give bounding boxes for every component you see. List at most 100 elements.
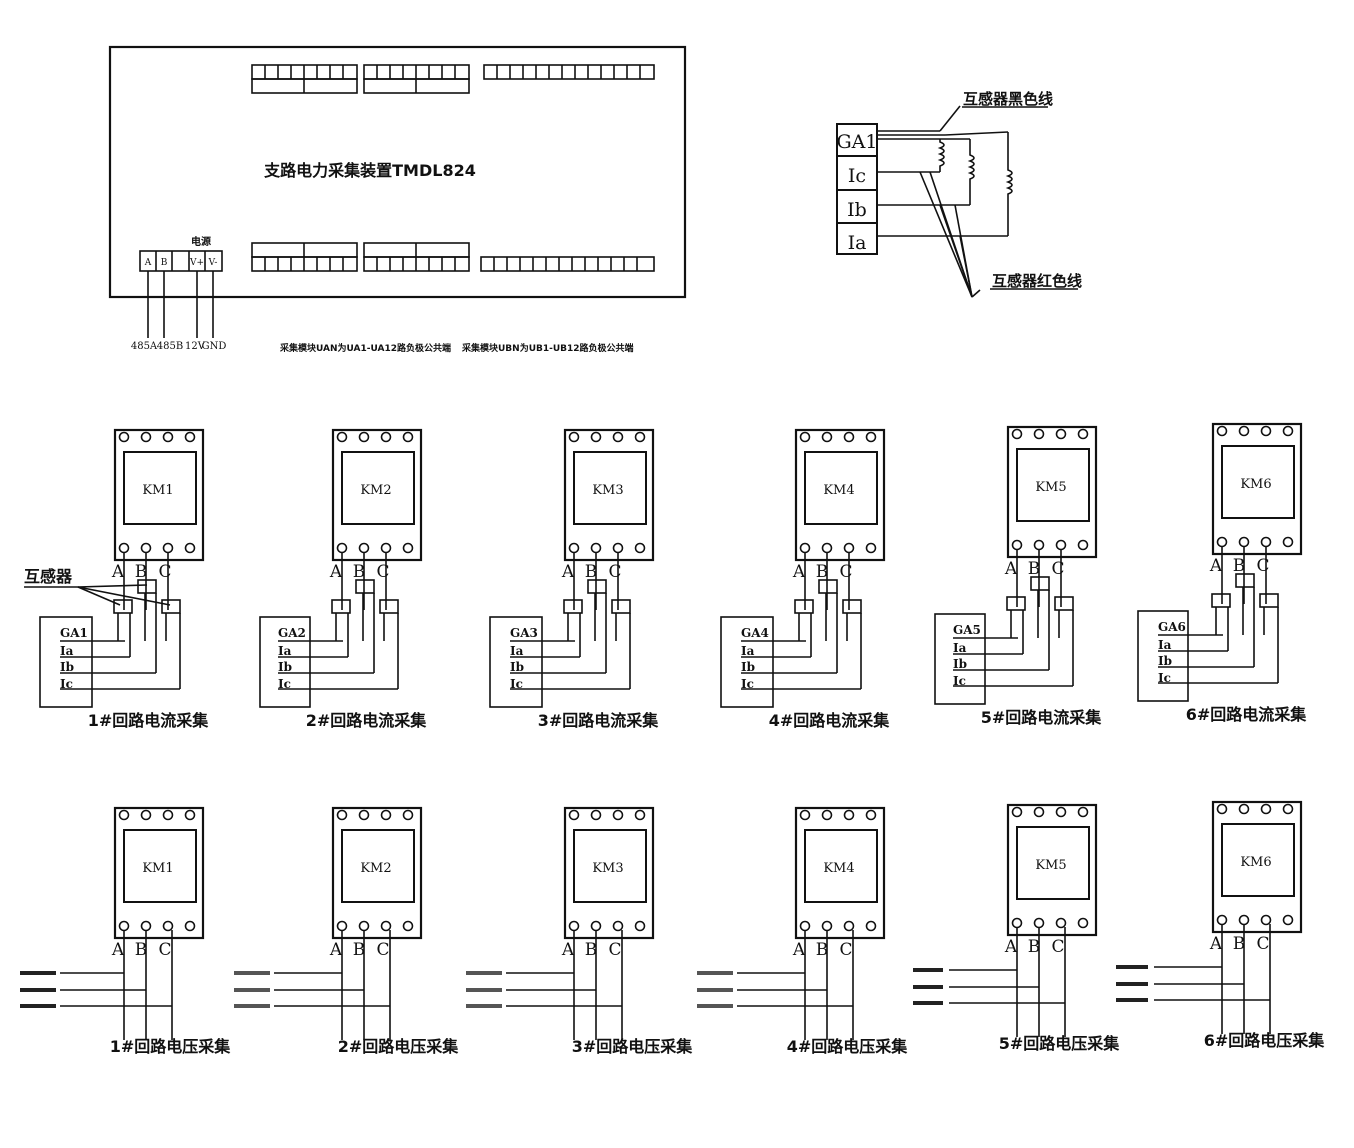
voltage-circuit: KM5 A B C 5#回路电压采集 xyxy=(913,803,1121,1053)
ga-label: GA4 xyxy=(741,626,769,640)
current-circuit: KM4 A B C GA4 Ia Ib Ic 4#回路电流采集 xyxy=(720,428,890,730)
voltage-circuit: KM3 A B C 3#回路电压采集 xyxy=(466,806,693,1056)
phase-label-c: C xyxy=(158,562,171,582)
bottom-terminal-strip-middle xyxy=(363,242,470,272)
ga-label: GA2 xyxy=(278,626,306,640)
ga-label: GA5 xyxy=(953,623,981,637)
phase-label-c: C xyxy=(839,940,852,960)
circuit-caption: 5#回路电压采集 xyxy=(999,1034,1121,1053)
top-terminal-strip-middle xyxy=(363,64,470,94)
voltage-circuit: KM1 A B C 1#回路电压采集 xyxy=(20,806,231,1056)
phase-label-b: B xyxy=(1028,937,1041,957)
contactor-label: KM5 xyxy=(1035,858,1066,873)
ct-detail: GA1 Ic Ib Ia 互感器黑色线 xyxy=(836,90,1082,298)
ct-label: 互感器 xyxy=(24,567,73,586)
current-circuit: KM5 A B C GA5 Ia Ib Ic 5#回路电流采集 xyxy=(934,425,1103,727)
ct-red-wire-label: 互感器红色线 xyxy=(992,272,1082,290)
ga-label: GA1 xyxy=(60,626,88,640)
phase-label-a: A xyxy=(1004,559,1018,579)
phase-label-c: C xyxy=(608,940,621,960)
top-terminal-strip-right xyxy=(483,64,655,80)
phase-label-a: A xyxy=(1209,934,1223,954)
phase-label-c: C xyxy=(608,562,621,582)
terminal-b: B xyxy=(161,258,168,268)
phase-label-b: B xyxy=(585,562,598,582)
bottom-terminal-strip-right xyxy=(480,256,655,272)
phase-label-b: B xyxy=(135,562,148,582)
voltage-circuit: KM6 A B C 6#回路电压采集 xyxy=(1116,800,1325,1050)
phase-label-c: C xyxy=(376,940,389,960)
phase-label-a: A xyxy=(111,940,125,960)
ia-label: Ia xyxy=(953,641,967,655)
ia-label: Ia xyxy=(278,644,292,658)
ic-label: Ic xyxy=(741,677,754,691)
phase-label-b: B xyxy=(1028,559,1041,579)
circuit-caption: 4#回路电压采集 xyxy=(787,1037,909,1056)
phase-label-c: C xyxy=(376,562,389,582)
ga-label: GA3 xyxy=(510,626,538,640)
top-terminal-strip-left xyxy=(251,64,358,94)
power-label: 电源 xyxy=(191,235,211,248)
contactor-label: KM3 xyxy=(592,861,623,876)
contactor-label: KM6 xyxy=(1240,855,1271,870)
circuit-caption: 5#回路电流采集 xyxy=(981,708,1103,727)
current-circuit: KM1 A B C GA1 Ia Ib Ic xyxy=(39,428,210,730)
phase-label-c: C xyxy=(1256,556,1269,576)
voltage-collection-section: KM1 A B C 1#回路电压采集 KM2 A B C xyxy=(20,800,1325,1056)
ib-label: Ib xyxy=(1158,654,1172,668)
terminal-vminus: V- xyxy=(208,258,218,268)
ic-label: Ic xyxy=(60,677,73,691)
device-title: 支路电力采集装置TMDL824 xyxy=(263,161,476,180)
ia-label: Ia xyxy=(510,644,524,658)
phase-label-c: C xyxy=(158,940,171,960)
circuit-caption: 1#回路电流采集 xyxy=(88,711,210,730)
phase-label-b: B xyxy=(353,562,366,582)
wire-label-gnd: GND xyxy=(202,341,227,352)
ct-terminal-ia: Ia xyxy=(848,232,867,254)
terminal-vplus: V+ xyxy=(189,258,204,268)
ga-label: GA6 xyxy=(1158,620,1186,634)
phase-label-b: B xyxy=(816,940,829,960)
circuit-caption: 2#回路电压采集 xyxy=(338,1037,460,1056)
contactor-label: KM1 xyxy=(142,861,173,876)
phase-label-b: B xyxy=(135,940,148,960)
ic-label: Ic xyxy=(278,677,291,691)
ic-label: Ic xyxy=(1158,671,1171,685)
circuit-caption: 2#回路电流采集 xyxy=(306,711,428,730)
terminal-a: A xyxy=(144,258,152,268)
phase-label-a: A xyxy=(1004,937,1018,957)
phase-label-b: B xyxy=(1233,934,1246,954)
contactor-label: KM2 xyxy=(360,483,391,498)
wire-label-12v: 12V xyxy=(185,341,206,352)
circuit-caption: 3#回路电流采集 xyxy=(538,711,660,730)
ic-label: Ic xyxy=(510,677,523,691)
phase-label-b: B xyxy=(353,940,366,960)
phase-label-a: A xyxy=(329,562,343,582)
phase-label-a: A xyxy=(111,562,125,582)
phase-label-c: C xyxy=(1051,937,1064,957)
ct-terminal-ic: Ic xyxy=(848,165,866,187)
voltage-circuit: KM2 A B C 2#回路电压采集 xyxy=(234,806,460,1056)
ib-label: Ib xyxy=(953,657,967,671)
voltage-circuit: KM4 A B C 4#回路电压采集 xyxy=(697,806,909,1056)
phase-label-c: C xyxy=(839,562,852,582)
bottom-terminal-strip-left xyxy=(251,242,358,272)
ia-label: Ia xyxy=(60,644,74,658)
ct-terminal-ib: Ib xyxy=(847,199,867,221)
contactor-label: KM1 xyxy=(142,483,173,498)
ct-black-wire-label: 互感器黑色线 xyxy=(963,90,1053,108)
ct-terminal-ga1: GA1 xyxy=(837,131,878,153)
contactor-label: KM2 xyxy=(360,861,391,876)
phase-label-a: A xyxy=(1209,556,1223,576)
contactor-label: KM5 xyxy=(1035,480,1066,495)
ia-label: Ia xyxy=(741,644,755,658)
contactor-label: KM3 xyxy=(592,483,623,498)
current-collection-section: 互感器 KM1 A B C GA1 xyxy=(24,422,1307,730)
phase-label-b: B xyxy=(585,940,598,960)
power-terminal-block: 电源 A B V+ V- 485A 485B 12V GND xyxy=(131,235,227,352)
ic-label: Ic xyxy=(953,674,966,688)
contactor-label: KM6 xyxy=(1240,477,1271,492)
current-circuit: KM2 A B C GA2 Ia Ib Ic 2#回路电流采集 xyxy=(259,428,428,730)
ib-label: Ib xyxy=(60,660,74,674)
